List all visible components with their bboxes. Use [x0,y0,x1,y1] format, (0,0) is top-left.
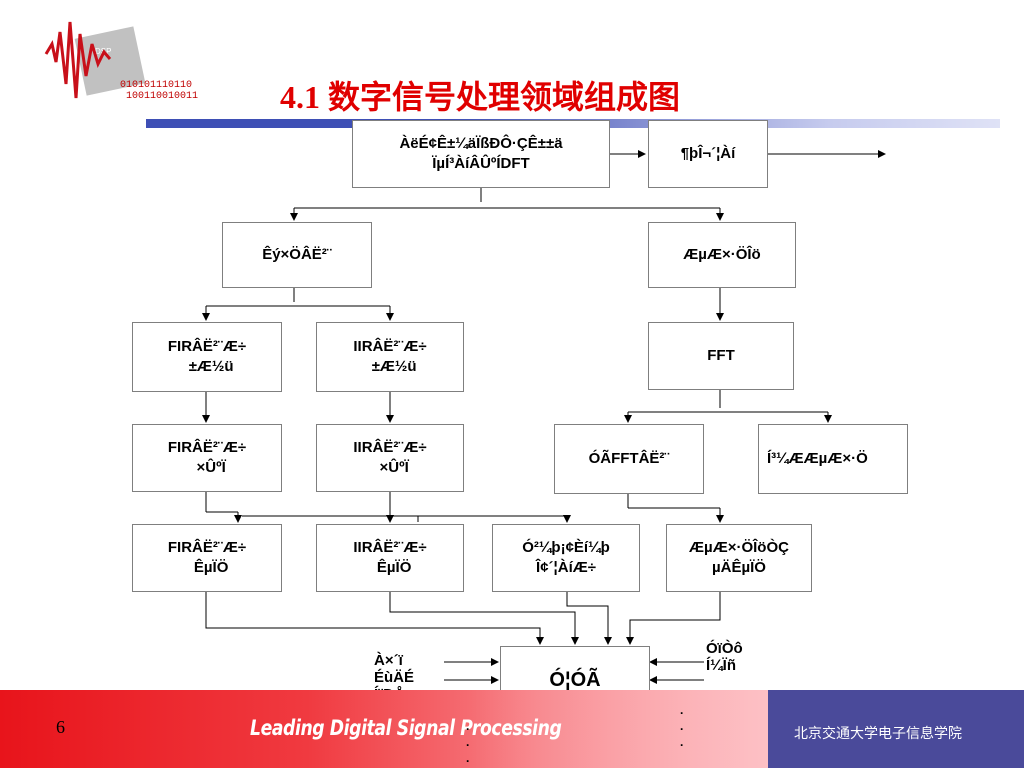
box-digital-filter: Êý×ÖÂË²¨ [222,222,372,288]
footer-tagline: Leading Digital Signal Processing [250,716,562,740]
box-statistical-spectrum: Í³¼ÆÆµÆ×·Ö [758,424,908,494]
page-title: 4.1 数字信号处理领域组成图 [280,79,681,115]
box-fir-approximation: FIRÂË²¨Æ÷ ±Æ½ü [132,322,282,392]
box-fft-filtering: ÓÃFFTÂË²¨ [554,424,704,494]
box-iir-structure: IIRÂË²¨Æ÷ ×ÛºÏ [316,424,464,492]
box-iir-implementation: IIRÂË²¨Æ÷ ÊµÏÖ [316,524,464,592]
box-hardware-software: Ó²¼þ¡¢Èí¼þ Î¢´¦ÀíÆ÷ [492,524,640,592]
box-fft: FFT [648,322,794,390]
slide-number: 6 [56,717,65,737]
ellipsis-left: . . . [466,719,470,765]
box-iir-approximation: IIRÂË²¨Æ÷ ±Æ½ü [316,322,464,392]
footer-bar: 6 Leading Digital Signal Processing 北京交通… [0,690,1024,768]
logo-binary-1: 010101110110 [120,80,193,91]
box-2d-processing: ¶þÎ¬´¦Àí [648,120,768,188]
signal-wave-icon: DSP [44,21,146,99]
ellipsis-right: . . . [680,703,684,749]
school-name: 北京交通大学电子信息学院 [794,725,962,741]
logo: DSP 010101110110 100110010011 [40,14,198,114]
box-fir-implementation: FIRÂË²¨Æ÷ ÊµÏÖ [132,524,282,592]
side-labels-right: ÓïÒô Í¼Ïñ [706,640,743,674]
box-spectrum-analysis: ÆµÆ×·ÖÎö [648,222,796,288]
logo-binary-2: 100110010011 [126,91,199,102]
box-spectrum-analyzer-impl: ÆµÆ×·ÖÎöÒÇ µÄÊµÏÖ [666,524,812,592]
box-fir-structure: FIRÂË²¨Æ÷ ×ÛºÏ [132,424,282,492]
box-discrete-lti-dft: ÀëÉ¢Ê±¼äÏßÐÔ·ÇÊ±±ä ÏµÍ³ÀíÂÛºÍDFT [352,120,610,188]
